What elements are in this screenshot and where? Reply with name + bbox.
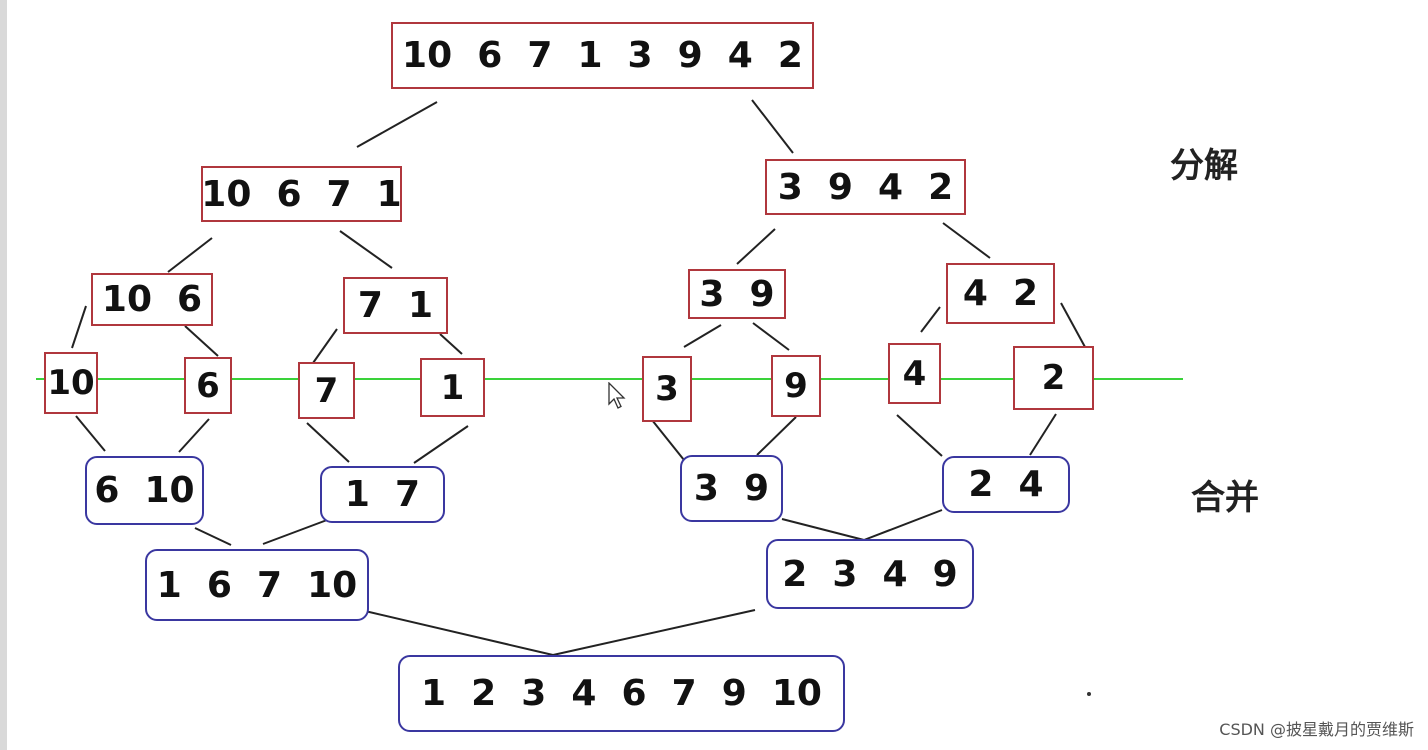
connector-line <box>651 419 689 466</box>
split-node-left: 10 6 7 1 <box>201 166 402 222</box>
connector-line <box>339 230 393 269</box>
merge-node-2-3-4-9: 2 3 4 9 <box>766 539 974 609</box>
connector-line <box>364 610 554 656</box>
split-leaf-2: 2 <box>1013 346 1094 410</box>
merge-node-2-4: 2 4 <box>942 456 1070 513</box>
split-node-right: 3 9 4 2 <box>765 159 966 215</box>
merge-label: 合并 <box>1191 478 1259 518</box>
split-node-root: 10 6 7 1 3 9 4 2 <box>391 22 814 89</box>
connector-line <box>751 99 794 154</box>
connector-line <box>439 333 463 355</box>
connector-line <box>736 228 776 265</box>
left-edge-bar <box>0 0 7 750</box>
split-node-left-left: 10 6 <box>91 273 213 326</box>
merge-node-1-7: 1 7 <box>320 466 445 523</box>
connector-line <box>356 101 438 148</box>
merge-node-6-10: 6 10 <box>85 456 204 525</box>
connector-line <box>752 322 790 351</box>
connector-line <box>194 527 232 546</box>
connector-line <box>306 422 350 463</box>
dot-mark <box>1087 692 1091 696</box>
split-leaf-7: 7 <box>298 362 355 419</box>
watermark-text: CSDN @披星戴月的贾维斯 <box>1219 720 1414 739</box>
connector-line <box>178 418 210 453</box>
split-leaf-3: 3 <box>642 356 692 422</box>
connector-line <box>942 222 991 259</box>
split-leaf-10: 10 <box>44 352 98 414</box>
connector-line <box>413 425 469 464</box>
split-leaf-6: 6 <box>184 357 232 414</box>
connector-line <box>683 324 722 348</box>
connector-line <box>896 414 943 457</box>
split-node-left-right: 7 1 <box>343 277 448 334</box>
connector-line <box>167 237 213 273</box>
connector-line <box>920 306 941 333</box>
split-node-right-left: 3 9 <box>688 269 786 319</box>
split-leaf-1: 1 <box>420 358 485 417</box>
merge-node-1-6-7-10: 1 6 7 10 <box>145 549 369 621</box>
connector-line <box>552 609 756 656</box>
merge-node-3-9: 3 9 <box>680 455 783 522</box>
connector-line <box>312 328 338 364</box>
split-leaf-4: 4 <box>888 343 941 404</box>
connector-line <box>75 415 106 452</box>
split-leaf-9: 9 <box>771 355 821 417</box>
connector-line <box>781 518 865 541</box>
merge-node-final: 1 2 3 4 6 7 9 10 <box>398 655 845 732</box>
connector-line <box>184 325 219 357</box>
split-node-right-right: 4 2 <box>946 263 1055 324</box>
connector-line <box>863 509 943 541</box>
connector-line <box>71 305 87 349</box>
connector-line <box>1029 413 1057 456</box>
mouse-cursor-icon <box>608 382 626 409</box>
connector-line <box>262 519 328 545</box>
connector-line <box>756 416 797 456</box>
connector-line <box>1060 302 1086 348</box>
split-label: 分解 <box>1170 146 1238 186</box>
